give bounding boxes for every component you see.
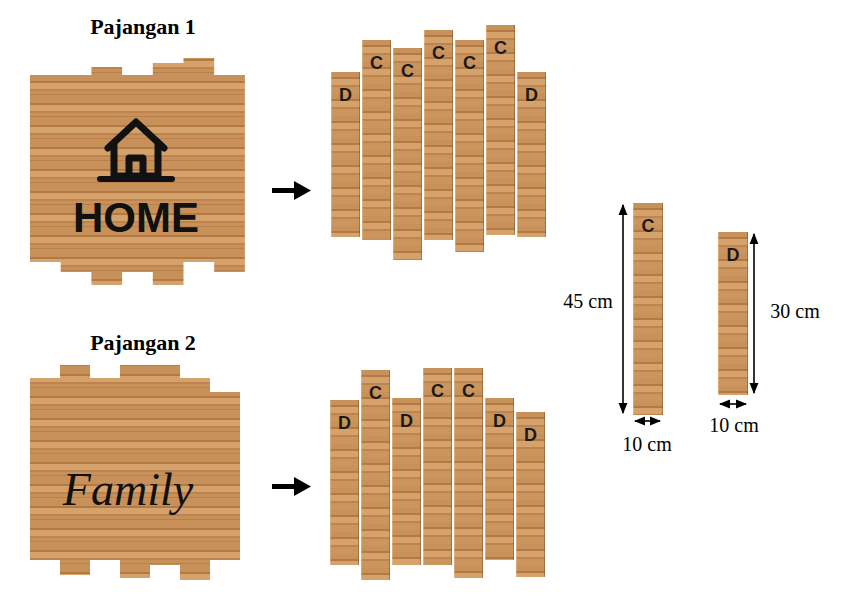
sign-title: Pajangan 1 <box>90 15 196 39</box>
dimension-label: 30 cm <box>770 300 819 322</box>
wall-sign: Pajangan 1 HOME <box>20 10 260 292</box>
sign-text: Family <box>63 465 193 516</box>
plank-letter-wrap: C <box>369 384 382 404</box>
plank-letter-wrap: D <box>400 412 413 432</box>
plank-letter: D <box>400 412 413 432</box>
plank-letter: C <box>642 217 655 237</box>
wall-sign: Pajangan 2 Family <box>20 325 260 587</box>
plank-letter: C <box>401 62 414 82</box>
plank-letter: D <box>493 412 506 432</box>
dimension-label-wrap: 10 cm <box>709 414 758 436</box>
plank-letter: D <box>339 86 352 106</box>
sign-shape <box>20 10 260 292</box>
sign-title-wrap: Pajangan 2 <box>90 331 196 355</box>
plank-letter: C <box>494 39 507 59</box>
plank-letter-wrap: D <box>339 86 352 106</box>
dimension-line <box>753 234 755 393</box>
process-arrow <box>272 181 311 200</box>
wood-plank: D <box>330 400 359 565</box>
wood-plank: C <box>362 40 391 240</box>
plank-letter-wrap: C <box>370 54 383 74</box>
dimension-label: 10 cm <box>709 414 758 436</box>
house-icon <box>100 122 172 179</box>
plank-letter: C <box>370 54 383 74</box>
sign-text-wrap: HOME <box>73 195 199 241</box>
plank-letter-wrap: C <box>462 382 475 402</box>
plank-letter: D <box>338 414 351 434</box>
dimension-line <box>635 420 660 422</box>
plank-letter-wrap: C <box>431 382 444 402</box>
plank-letter: C <box>463 54 476 74</box>
plank-letter-wrap: D <box>338 414 351 434</box>
plank-letter-wrap: D <box>525 86 538 106</box>
plank-letter: C <box>462 382 475 402</box>
wood-plank: C <box>633 203 663 415</box>
plank-letter-wrap: D <box>727 246 740 266</box>
wood-plank: C <box>393 48 422 260</box>
dimension-label-wrap: 30 cm <box>770 300 819 322</box>
wood-plank: C <box>455 40 484 252</box>
plank-letter-wrap: C <box>432 44 445 64</box>
plank-letter-wrap: C <box>494 39 507 59</box>
wood-plank: D <box>485 398 514 560</box>
sign-shape <box>20 325 260 587</box>
dimension-label: 10 cm <box>622 433 671 455</box>
wood-plank: C <box>424 30 453 240</box>
plank-letter-wrap: C <box>642 217 655 237</box>
dimension-label-wrap: 10 cm <box>622 433 671 455</box>
plank-letter-wrap: C <box>463 54 476 74</box>
sign-title-wrap: Pajangan 1 <box>90 15 196 39</box>
wood-plank: D <box>331 72 360 237</box>
wood-plank: D <box>517 72 546 237</box>
dimension-label: 45 cm <box>563 290 612 312</box>
plank-letter: D <box>727 246 740 266</box>
wood-plank: C <box>454 368 483 578</box>
plank-letter: D <box>525 86 538 106</box>
wood-plank: C <box>361 370 390 580</box>
plank-letter: D <box>524 426 537 446</box>
dimension-line <box>622 205 624 413</box>
sign-text-wrap: Family <box>63 465 193 516</box>
sign-text: HOME <box>73 195 199 241</box>
plank-letter-wrap: D <box>524 426 537 446</box>
process-arrow <box>272 477 311 496</box>
plank-letter: C <box>431 382 444 402</box>
dimension-line <box>720 403 746 405</box>
wood-plank: D <box>392 398 421 565</box>
sign-title: Pajangan 2 <box>90 331 196 355</box>
wood-plank: D <box>516 412 545 577</box>
plank-letter: C <box>432 44 445 64</box>
plank-letter: C <box>369 384 382 404</box>
wood-plank: C <box>423 368 452 565</box>
dimension-label-wrap: 45 cm <box>563 290 612 312</box>
plank-letter-wrap: C <box>401 62 414 82</box>
wood-plank: D <box>718 232 748 395</box>
wood-plank: C <box>486 25 515 235</box>
plank-letter-wrap: D <box>493 412 506 432</box>
